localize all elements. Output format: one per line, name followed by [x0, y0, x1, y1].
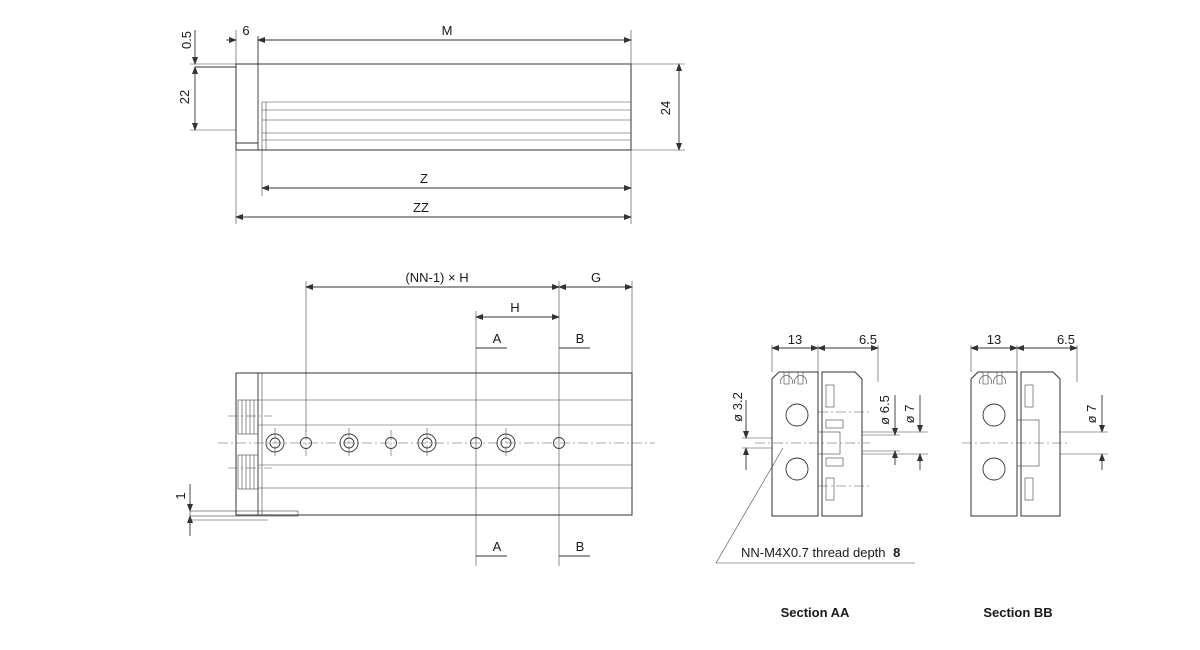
top-dim-24: 24: [658, 101, 673, 115]
section-aa-right-block: [821, 371, 863, 517]
sec-bb-dim-d7: ø 7: [1084, 405, 1099, 424]
thread-note: NN-M4X0.7 thread depth 8: [741, 545, 900, 560]
front-view: (NN-1) × H G H A B A B 1: [173, 270, 655, 566]
sec-bb-dim-6-5: 6.5: [1057, 332, 1075, 347]
section-aa-left-block: [771, 371, 819, 517]
top-dim-0-5: 0.5: [179, 31, 194, 49]
section-bb-view: 13 6.5 ø 7 Section BB: [962, 332, 1108, 620]
top-dim-6: 6: [242, 23, 249, 38]
section-mark-B-bottom: B: [576, 539, 585, 554]
section-aa-title: Section AA: [781, 605, 850, 620]
section-bb-left-block: [970, 371, 1018, 517]
thread-depth-value: 8: [893, 545, 900, 560]
front-dim-H: H: [510, 300, 519, 315]
sec-aa-dim-d3-2: ø 3.2: [730, 392, 745, 422]
sec-aa-dim-13: 13: [788, 332, 802, 347]
top-dim-M: M: [442, 23, 453, 38]
front-view-body-outline: [235, 372, 633, 516]
section-mark-B-top: B: [576, 331, 585, 346]
section-aa-view: 13 6.5 ø 3.2 ø 6.5 ø 7 NN-M4X0.7 thread …: [715, 332, 928, 620]
thread-note-text: NN-M4X0.7 thread depth: [741, 545, 886, 560]
end-fitting-upper: [228, 399, 272, 435]
section-mark-A-bottom: A: [493, 539, 502, 554]
sec-aa-dim-d6-5: ø 6.5: [877, 395, 892, 425]
front-dim-1: 1: [173, 492, 188, 499]
top-view-body-outline: [235, 63, 632, 151]
top-dim-22: 22: [177, 90, 192, 104]
front-dim-pitch: (NN-1) × H: [405, 270, 468, 285]
section-mark-A-top: A: [493, 331, 502, 346]
section-bb-title: Section BB: [983, 605, 1052, 620]
top-dim-ZZ: ZZ: [413, 200, 429, 215]
sec-bb-dim-13: 13: [987, 332, 1001, 347]
end-fitting-lower: [228, 454, 272, 490]
top-dim-Z: Z: [420, 171, 428, 186]
sec-aa-dim-d7: ø 7: [902, 405, 917, 424]
front-dim-G: G: [591, 270, 601, 285]
top-view: 0.5 6 M 22 24 Z ZZ: [177, 23, 685, 224]
sec-aa-dim-6-5: 6.5: [859, 332, 877, 347]
section-bb-right-block: [1020, 371, 1061, 517]
